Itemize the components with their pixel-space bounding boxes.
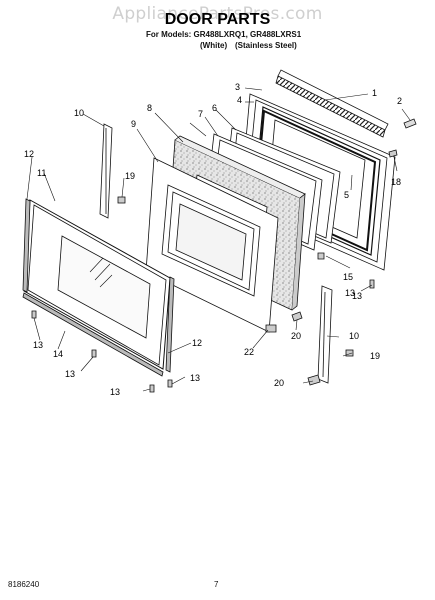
callout-label: 22 — [244, 347, 254, 357]
variant-stainless: (Stainless Steel) — [235, 41, 297, 50]
callout-label: 11 — [37, 168, 46, 178]
models-line: For Models: GR488LXRQ1, GR488LXRS1 — [146, 30, 302, 39]
callout-label: 1 — [372, 88, 377, 98]
part-12-trim-left — [22, 198, 31, 293]
part-14-bottom-trim — [22, 292, 164, 377]
callout-label: 20 — [291, 331, 301, 341]
callout-label: 13 — [352, 291, 362, 301]
callout-label: 18 — [391, 177, 401, 187]
callout-label: 12 — [192, 338, 202, 348]
callout-label: 12 — [24, 149, 34, 159]
part-11-outer-door — [23, 199, 171, 370]
part-2-screw — [403, 118, 417, 129]
part-9-inner-door — [145, 157, 279, 333]
page-number: 7 — [214, 580, 219, 589]
page-title: DOOR PARTS — [164, 11, 271, 28]
part-1-top-trim — [275, 69, 389, 138]
watermark: AppliancePartsPros.com — [112, 4, 323, 24]
callout-label: 10 — [74, 108, 84, 118]
doc-number: 8186240 — [8, 580, 40, 589]
part-10-hinge-left — [99, 123, 113, 219]
callout-label: 13 — [110, 387, 120, 397]
part-10-hinge-right — [317, 285, 333, 384]
part-12-trim-right — [165, 276, 175, 373]
callout-label: 19 — [370, 351, 380, 361]
callouts: 1 2 3 4 5 6 7 8 9 10 11 12 13 14 15 18 1… — [24, 82, 402, 397]
callout-label: 8 — [147, 103, 152, 113]
callout-label: 5 — [344, 190, 349, 200]
hardware — [31, 149, 398, 393]
callout-label: 20 — [274, 378, 284, 388]
callout-label: 13 — [65, 369, 75, 379]
callout-label: 7 — [198, 109, 203, 119]
callout-label: 13 — [345, 288, 355, 298]
leader-lines — [26, 87, 411, 392]
callout-label: 13 — [190, 373, 200, 383]
callout-label: 19 — [125, 171, 135, 181]
callout-label: 10 — [349, 331, 359, 341]
variant-white: (White) — [200, 41, 228, 50]
callout-label: 6 — [212, 103, 217, 113]
callout-label: 3 — [235, 82, 240, 92]
callout-label: 14 — [53, 349, 63, 359]
callout-label: 9 — [131, 119, 136, 129]
callout-label: 13 — [33, 340, 43, 350]
callout-label: 15 — [343, 272, 353, 282]
callout-label: 4 — [237, 95, 242, 105]
callout-label: 2 — [397, 96, 402, 106]
